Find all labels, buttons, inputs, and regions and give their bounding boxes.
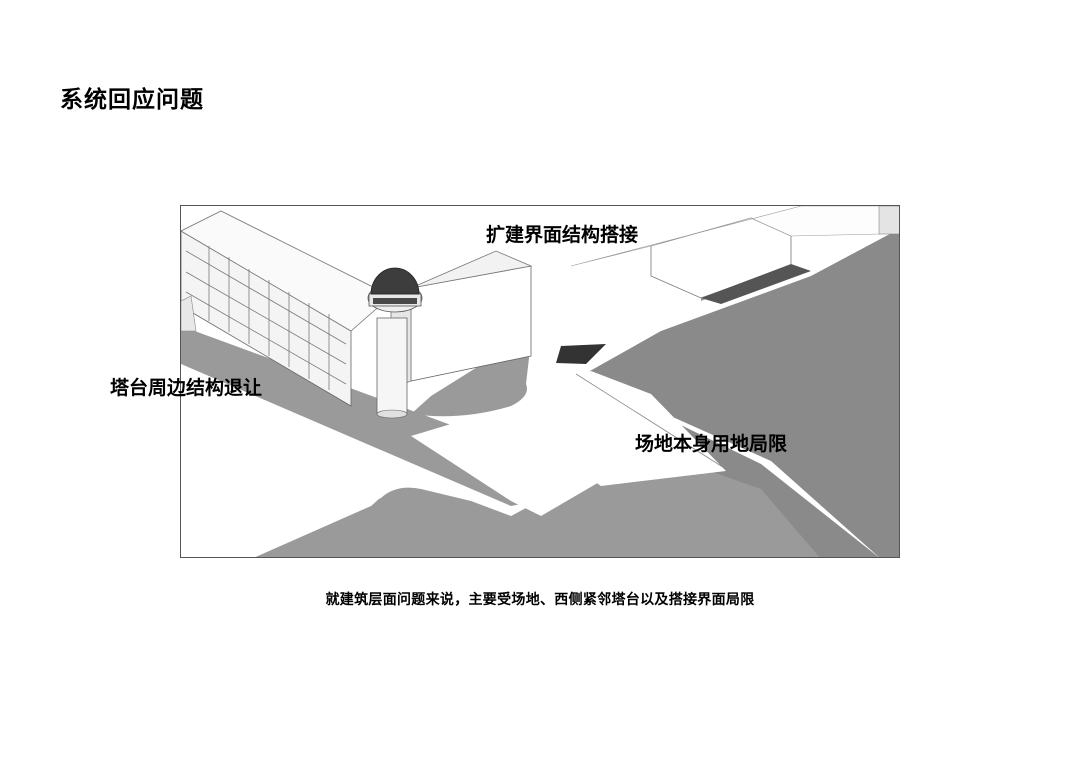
diagram-canvas xyxy=(181,206,899,557)
site-axonometric-diagram xyxy=(180,205,900,558)
tower-dome xyxy=(370,267,420,295)
plot-edge xyxy=(575,373,730,472)
page-title: 系统回应问题 xyxy=(60,87,204,113)
tower-shaft xyxy=(376,317,408,415)
callout-tower: 塔台周边结构退让 xyxy=(110,377,263,399)
window-grid xyxy=(185,246,347,390)
right-building-shadow xyxy=(701,264,811,304)
far-right-block xyxy=(878,206,899,235)
tower-windows xyxy=(373,298,417,304)
callout-site: 场地本身用地局限 xyxy=(635,433,788,455)
callout-interface: 扩建界面结构搭接 xyxy=(486,224,639,246)
small-annex xyxy=(181,295,197,332)
dark-patch xyxy=(556,344,606,364)
tower-base xyxy=(376,409,408,419)
plaza-left xyxy=(181,396,385,557)
site-plot xyxy=(491,371,726,486)
site-shadow-area xyxy=(581,229,899,557)
center-block-roof xyxy=(410,250,533,289)
figure-caption: 就建筑层面问题来说，主要受场地、西侧紧邻塔台以及搭接界面局限 xyxy=(325,592,755,608)
